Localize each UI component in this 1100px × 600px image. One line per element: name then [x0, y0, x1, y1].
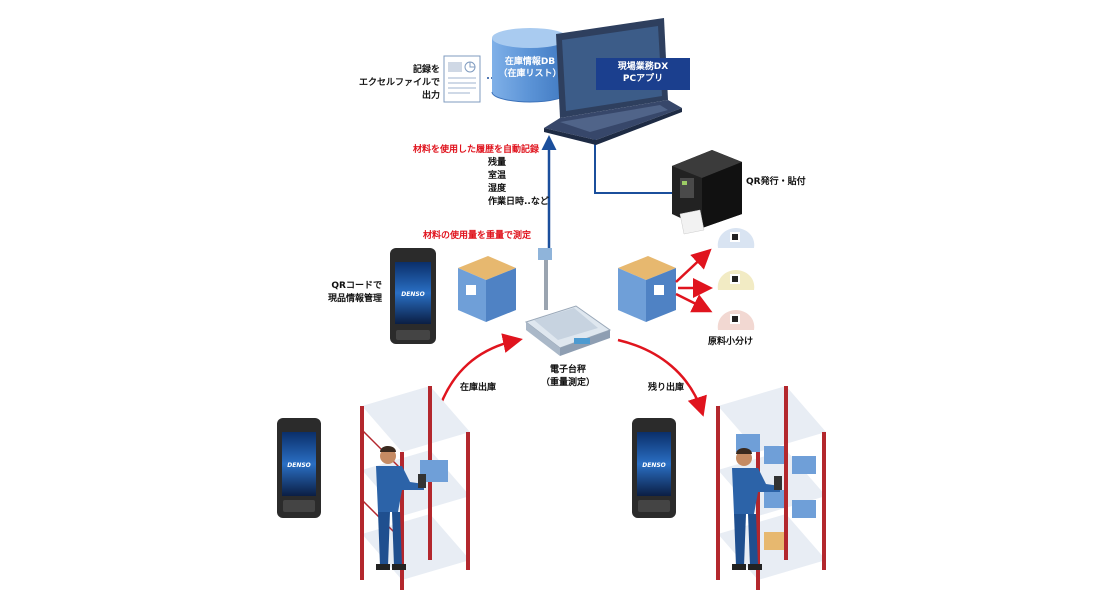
export-line2: エクセルファイルで [358, 78, 440, 88]
measure-label: 材料の使用量を重量で測定 [423, 231, 532, 241]
handheld-terminal-lower-right: DENSO [632, 418, 676, 518]
material-box-left [458, 256, 516, 322]
stock-out-arrow [434, 333, 523, 419]
electronic-scale [524, 248, 612, 356]
portion-bag-1 [717, 228, 755, 248]
auto-record-items: 残量 室温 湿度 作業日時..など [488, 157, 549, 209]
auto-record-item: 残量 [488, 158, 507, 168]
stock-out-label: 在庫出庫 [460, 383, 497, 393]
worker-right [732, 448, 782, 570]
pc-app-label: 現場業務DX PCアプリ [596, 61, 690, 85]
portion-label: 原料小分け [708, 337, 754, 347]
auto-record-item: 室温 [488, 171, 507, 181]
worker-left [376, 446, 426, 570]
handheld-brand-left: DENSO [287, 462, 311, 469]
export-line1: 記録を [412, 65, 440, 75]
scale-label: 電子台秤 （重量測定） [528, 364, 608, 390]
auto-record-item: 湿度 [488, 184, 507, 194]
export-label: 記録を エクセルファイルで 出力 [340, 64, 440, 103]
portion-bag-3 [717, 310, 755, 330]
pc-to-printer-line [594, 130, 672, 194]
portion-bag-2 [717, 270, 755, 290]
db-label-line1: 在庫情報DB [504, 57, 556, 67]
handheld-brand-right: DENSO [642, 462, 666, 469]
handheld-line1: QRコードで [331, 281, 382, 291]
pc-app-line2: PCアプリ [622, 74, 664, 84]
document-icon [443, 55, 481, 103]
export-line3: 出力 [421, 91, 440, 101]
auto-record-item: 作業日時..など [488, 197, 549, 207]
portion-bags [717, 228, 755, 330]
printer-icon [672, 150, 742, 235]
auto-record-title: 材料を使用した履歴を自動記録 [413, 145, 540, 155]
portion-arrow-3 [675, 292, 713, 313]
scale-line2: （重量測定） [540, 378, 595, 388]
pc-app-line1: 現場業務DX [617, 62, 669, 72]
remaining-out-label: 残り出庫 [648, 383, 685, 393]
scale-line1: 電子台秤 [549, 365, 586, 375]
material-box-right [618, 256, 676, 322]
laptop [544, 18, 690, 145]
qr-print-label: QR発行・貼付 [746, 177, 806, 187]
database-cylinder [491, 28, 569, 103]
handheld-terminal-upper: DENSO [390, 248, 436, 344]
remaining-out-arrow [617, 338, 707, 417]
handheld-terminal-lower-left: DENSO [277, 418, 321, 518]
handheld-line2: 現品情報管理 [327, 294, 382, 304]
portion-arrow-1 [675, 248, 712, 283]
db-label: 在庫情報DB （在庫リスト） [492, 56, 568, 80]
handheld-label: QRコードで 現品情報管理 [296, 280, 382, 306]
handheld-brand-upper: DENSO [401, 291, 425, 298]
db-label-line2: （在庫リスト） [498, 69, 562, 79]
